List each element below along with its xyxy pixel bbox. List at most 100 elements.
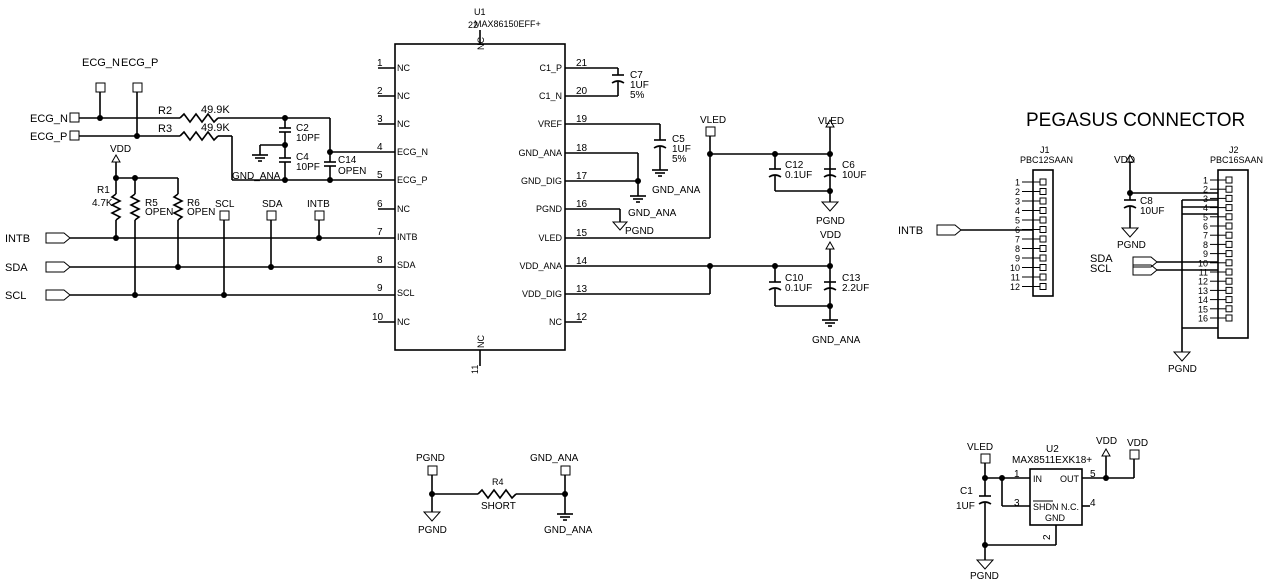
vled-testpoint-label: VLED: [700, 115, 726, 126]
pgnd-c6-label: PGND: [816, 216, 845, 227]
u2-pin-out-name: OUT: [1060, 474, 1080, 484]
pgnd-r4-label: PGND: [418, 525, 447, 536]
j2-ref: J2: [1229, 145, 1239, 155]
j2-pin-4: [1225, 204, 1233, 212]
u1-pin-9-num: 9: [377, 283, 383, 294]
u1-pin-1-num: 1: [377, 58, 383, 69]
c2-value: 10PF: [296, 133, 320, 144]
u1-pin-14-num: 14: [576, 256, 588, 267]
u1-left-pins: 1 2 3 4 5 6 7 8 9 10 NC NC NC ECG_N ECG_…: [330, 58, 428, 327]
intb-testpoint-label: INTB: [307, 199, 330, 210]
vled-c6-label: VLED: [818, 116, 844, 127]
j2-pin-1: [1225, 176, 1233, 184]
r2-ref: R2: [158, 105, 172, 117]
c12-value: 0.1UF: [785, 170, 812, 181]
u1-pin-22-num: 22: [468, 20, 478, 30]
j1-pin-8: [1039, 245, 1047, 252]
u2-ref: U2: [1046, 444, 1059, 455]
u1-pin-1-name: NC: [397, 63, 410, 73]
u1-pin-12-num: 12: [576, 312, 588, 323]
pgnd-16-label: PGND: [625, 226, 654, 237]
j1-pin-1: [1039, 178, 1047, 186]
c10-ref: C10: [785, 273, 804, 284]
r2-value: 49.9K: [201, 104, 230, 116]
j1-pin-6: [1039, 226, 1047, 233]
c13-ref: C13: [842, 273, 861, 284]
u2-pin-nc-num: 4: [1090, 498, 1096, 509]
u2-pin-shdn-name: SHDN: [1033, 502, 1059, 512]
u1-right-pins: 21 20 19 18 17 16 15 14 13 12 C1_P C1_N …: [518, 58, 710, 327]
r3-value: 49.9K: [201, 122, 230, 134]
vdd-left-label: VDD: [110, 144, 131, 155]
j2-pin-4-label: 4: [1203, 203, 1208, 213]
pgnd-r4-symbol: [422, 511, 442, 522]
u1-pin-20-num: 20: [576, 86, 588, 97]
c4-value: 10PF: [296, 162, 320, 173]
j1-part: PBC12SAAN: [1020, 155, 1073, 165]
r5-value: OPEN: [145, 207, 173, 218]
pgnd-r4-testpoint: [427, 465, 438, 476]
gnd-ana-r4-top-label: GND_ANA: [530, 453, 579, 464]
j2-pin-2-label: 2: [1203, 185, 1208, 195]
j2-pin-1-label: 1: [1203, 176, 1208, 186]
intb-testpoint: [314, 210, 325, 221]
ecg-p-port: [69, 130, 80, 141]
vdd-u2-testpoint-label: VDD: [1127, 438, 1148, 449]
j2-pin-3: [1225, 194, 1233, 202]
ecg-n-port: [69, 112, 80, 123]
scl-j2-port: [1132, 264, 1158, 276]
u1-right-network: C7 1UF 5% C5 1UF 5% GND_ANA GND_ANA PGND…: [611, 68, 869, 346]
j2-pin-9: [1225, 250, 1233, 258]
j2-pin-7: [1225, 231, 1233, 239]
j1-pin-11: [1039, 273, 1047, 281]
c8-ref: C8: [1140, 196, 1153, 207]
u1-pin-17-num: 17: [576, 171, 588, 182]
j2-pin-15: [1225, 305, 1233, 313]
c7-ref: C7: [630, 70, 643, 81]
u1-pin-4-num: 4: [377, 142, 383, 153]
scl-j2-port-label: SCL: [1090, 263, 1111, 275]
j1-pin-4-label: 4: [1015, 206, 1020, 216]
u2-pin-in-num: 1: [1014, 469, 1020, 480]
scl-testpoint-label: SCL: [215, 199, 235, 210]
j1-pin-5: [1039, 216, 1047, 224]
sda-testpoint: [266, 210, 277, 221]
u1-pin-19-name: VREF: [538, 119, 563, 129]
i2c-pullup-network: VDD R1 4.7K R5 OPEN R6 OPEN INTB SDA SCL: [5, 144, 395, 302]
c10-value: 0.1UF: [785, 283, 812, 294]
u1-pin-2-name: NC: [397, 91, 410, 101]
c8-value: 10UF: [1140, 206, 1164, 217]
c7-tol: 5%: [630, 90, 645, 101]
j2-pin-9-label: 9: [1203, 249, 1208, 259]
c1-value: 1UF: [956, 501, 975, 512]
j1-pin-3: [1039, 197, 1047, 205]
u2-pin-out-num: 5: [1090, 469, 1096, 480]
u2-pin-nc-name: N.C.: [1061, 502, 1079, 512]
u2-pin-in-name: IN: [1033, 474, 1042, 484]
r4-ref: R4: [492, 477, 504, 487]
u1-pin-8-name: SDA: [397, 260, 416, 270]
u2-pin-shdn-num: 3: [1014, 498, 1020, 509]
j1-pin-1-label: 1: [1015, 178, 1020, 188]
scl-testpoint: [219, 210, 230, 221]
j2-pin-12-label: 12: [1198, 277, 1208, 287]
pgnd-u2-label: PGND: [970, 571, 999, 582]
u1-pin-6-name: NC: [397, 204, 410, 214]
j1-ref: J1: [1040, 145, 1050, 155]
vdd-u2-testpoint: [1129, 449, 1140, 460]
pgnd-u2-symbol: [975, 559, 995, 570]
u1-pin-16-name: PGND: [536, 204, 563, 214]
u1-pin-10-name: NC: [397, 317, 410, 327]
gnd-ana-c2-label: GND_ANA: [232, 171, 281, 182]
u1-ref: U1: [474, 7, 486, 17]
vdd-left-symbol: [111, 153, 121, 163]
r1-resistor: [110, 193, 122, 221]
u2-max8511: U2 MAX8511EXK18+ IN OUT SHDN N.C. GND 1 …: [956, 436, 1148, 582]
j2-pin-5-label: 5: [1203, 212, 1208, 222]
j1-pin-4: [1039, 207, 1047, 214]
c14-value: OPEN: [338, 166, 366, 177]
c6-ref: C6: [842, 160, 855, 171]
gnd-ana-c5-label: GND_ANA: [652, 185, 701, 196]
j2-pin-15-label: 15: [1198, 304, 1208, 314]
